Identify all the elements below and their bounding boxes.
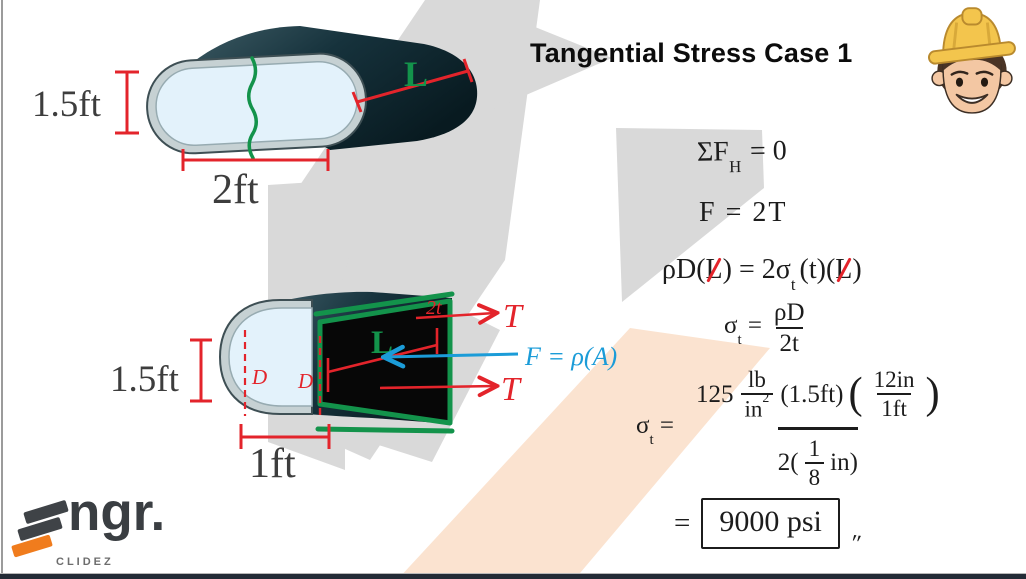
eq1-subscript: H xyxy=(728,157,742,177)
avatar-eyebrow-left xyxy=(950,70,969,76)
gray-ribbon-equations xyxy=(616,128,764,302)
tension-label-bottom: T xyxy=(501,371,522,408)
eq3-part4: ) xyxy=(852,254,862,285)
top-tube-diagram: 1.5ft 2ft L xyxy=(32,26,478,213)
cut-frame-top-outer xyxy=(313,291,455,317)
final-result: = 9000 psi ″ xyxy=(674,498,863,557)
equation-pressure-balance: ρD(L) = 2σt(t)(L) xyxy=(662,254,862,294)
engr-clidez-logo: ngr. CLIDEZ xyxy=(10,483,220,576)
result-equals: = xyxy=(674,506,691,539)
top-width-label: 2ft xyxy=(212,167,259,213)
eq5-lhs: σt = xyxy=(636,412,675,449)
eq4-denominator: 2t xyxy=(775,327,803,356)
engineer-hardhat-avatar-icon xyxy=(927,7,1016,114)
diameter-label-left: D xyxy=(251,365,267,389)
gray-chevron-title xyxy=(468,0,612,120)
diameter-label-right: D xyxy=(297,369,313,393)
hard-hat-ridge xyxy=(961,7,983,26)
pressure-force-label: F = ρ(A) xyxy=(524,342,617,371)
avatar-eye-right xyxy=(980,77,989,87)
bottom-width-dimension xyxy=(239,424,331,449)
tension-arrow-bottom xyxy=(379,386,495,388)
top-length-label: L xyxy=(404,54,428,94)
bottom-height-dimension xyxy=(190,338,212,403)
bottom-tube-face xyxy=(228,307,313,407)
bottom-width-label: 1ft xyxy=(249,441,296,487)
equation-f-equals-2t: F = 2T xyxy=(699,197,788,228)
avatar-eyebrow-right xyxy=(975,70,994,76)
tension-label-top: T xyxy=(503,298,524,335)
cut-face xyxy=(317,298,453,426)
eq3-part1: ρD( xyxy=(662,254,706,285)
page-title: Tangential Stress Case 1 xyxy=(530,38,853,68)
hard-hat-brim xyxy=(927,41,1016,65)
diameter-value: (1.5ft) xyxy=(780,380,844,408)
eq3-cancelled-L-right: L xyxy=(835,254,853,285)
width-dimension-line xyxy=(181,149,330,171)
eq3-cancelled-L-left: L xyxy=(705,254,723,285)
pressure-force-arrow xyxy=(386,354,519,357)
final-answer-box: 9000 psi xyxy=(701,498,840,549)
length-dimension-line xyxy=(351,58,474,113)
bottom-tube-diagram: D D L 2t T T F = ρ(A) 1.5ft 1ft xyxy=(110,291,617,487)
eq3-part3: (t)( xyxy=(799,254,836,285)
eq5-close-paren: ) xyxy=(925,368,940,419)
eq3-part2: ) = 2σ xyxy=(722,254,791,285)
eq1-rhs: = 0 xyxy=(749,135,788,167)
peach-ribbon xyxy=(398,328,770,579)
eq4-lhs: σt = xyxy=(724,311,763,349)
slide-bottom-border xyxy=(0,573,1026,574)
equation-sum-horizontal-forces: ΣFH = 0 xyxy=(696,135,788,176)
logo-tagline: CLIDEZ xyxy=(56,556,114,568)
video-progress-bar xyxy=(0,574,1026,579)
thickness-label: 2t xyxy=(426,297,442,319)
eq3-subscript: t xyxy=(790,275,796,295)
logo-text: ngr. xyxy=(68,483,166,542)
avatar-eye-left xyxy=(955,77,964,87)
avatar-face xyxy=(942,55,1002,114)
eq5-open-paren: ( xyxy=(848,368,863,419)
eq4-numerator: ρD xyxy=(774,299,805,326)
pressure-value: 125 xyxy=(696,380,734,408)
cut-squiggle-line xyxy=(247,56,258,160)
eq1-lhs: ΣF xyxy=(696,136,730,168)
avatar-smile xyxy=(955,93,989,104)
cut-frame-bottom-outer xyxy=(315,426,455,434)
hard-hat-groove-left xyxy=(952,22,959,50)
logo-bar-orange xyxy=(11,534,53,558)
slide-left-border xyxy=(1,0,3,579)
height-dimension-line xyxy=(115,70,139,135)
top-height-label: 1.5ft xyxy=(32,84,102,125)
tension-arrow-top xyxy=(415,313,495,318)
bottom-height-label: 1.5ft xyxy=(110,359,180,400)
